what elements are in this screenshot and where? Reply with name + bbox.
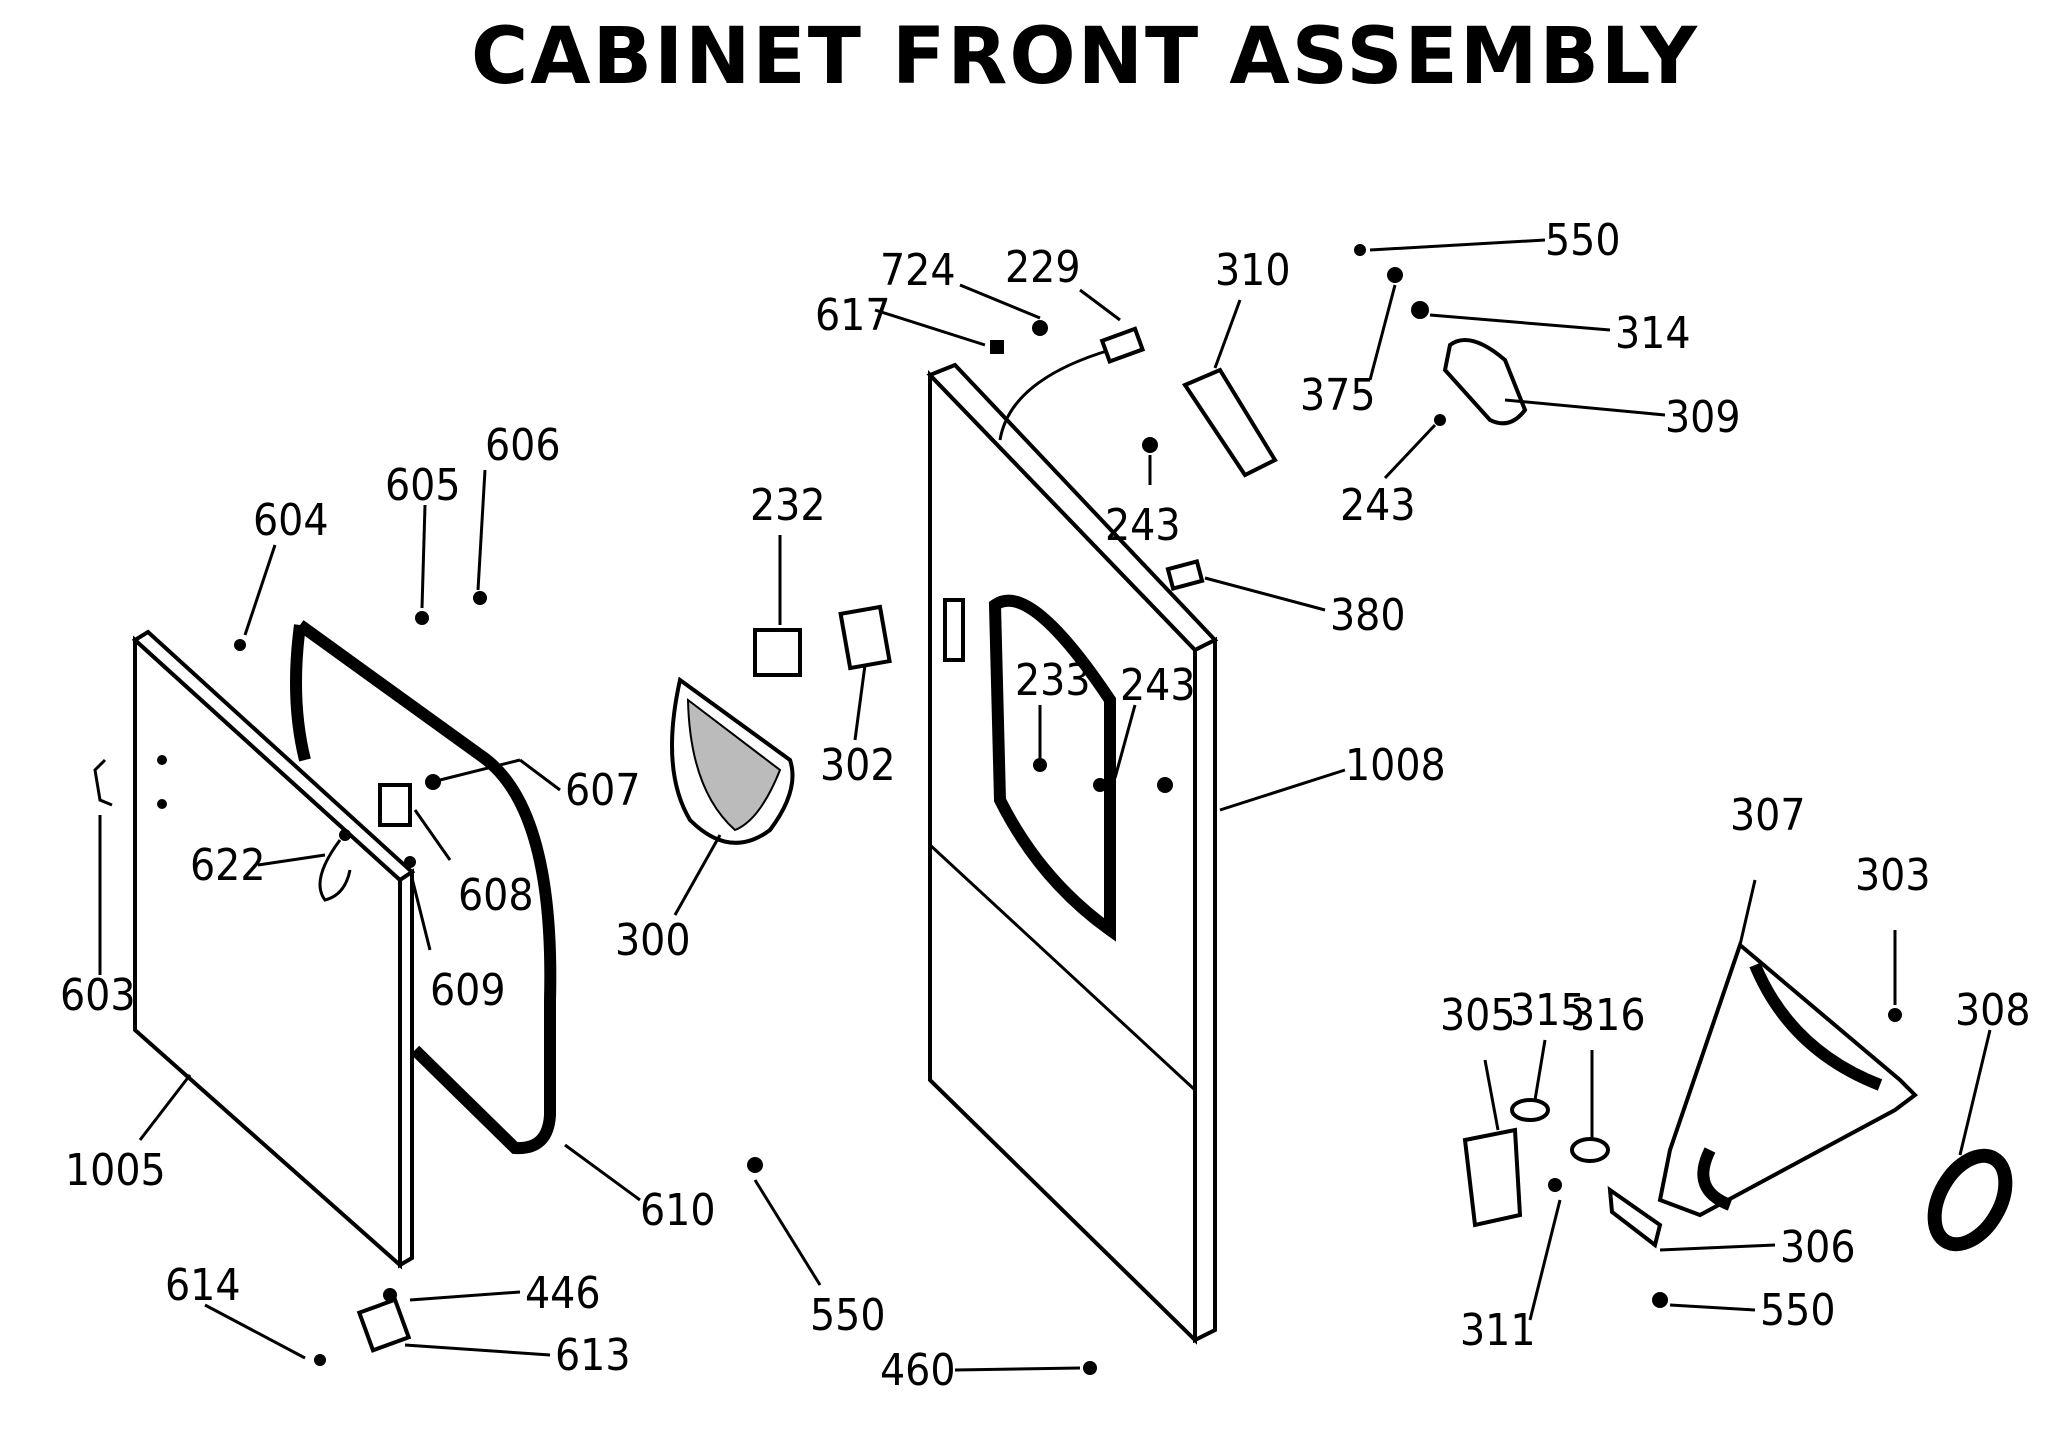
- bracket-306: [1607, 1185, 1663, 1249]
- callout-550-top: 550: [1545, 215, 1621, 266]
- callout-608: 608: [458, 870, 534, 921]
- connector-229: [1099, 326, 1146, 365]
- callout-607: 607: [565, 765, 641, 816]
- callout-606: 606: [485, 420, 561, 471]
- lint-filter-300: [670, 676, 795, 845]
- callout-622: 622: [190, 840, 266, 891]
- gasket-302: [838, 604, 892, 671]
- pad-315: [1510, 1098, 1550, 1122]
- callout-303: 303: [1855, 850, 1931, 901]
- callout-380: 380: [1330, 590, 1406, 641]
- door-seal-610: [290, 620, 557, 1155]
- callout-302: 302: [820, 740, 896, 791]
- callout-315: 315: [1510, 985, 1586, 1036]
- panel-310: [1182, 367, 1278, 478]
- callout-446: 446: [525, 1268, 601, 1319]
- callout-550-left: 550: [810, 1290, 886, 1341]
- latch-603: [93, 758, 113, 807]
- callout-609: 609: [430, 965, 506, 1016]
- callout-308: 308: [1955, 985, 2031, 1036]
- callout-229: 229: [1005, 242, 1081, 293]
- bracket-305: [1462, 1127, 1523, 1228]
- callout-316: 316: [1570, 990, 1646, 1041]
- callout-610: 610: [640, 1185, 716, 1236]
- callout-1008: 1008: [1345, 740, 1446, 791]
- housing-307: [1657, 941, 1919, 1218]
- cover-309: [1442, 338, 1528, 426]
- callout-375: 375: [1300, 370, 1376, 421]
- callout-724: 724: [880, 245, 956, 296]
- callout-232: 232: [750, 480, 826, 531]
- hinge-608: [378, 783, 412, 827]
- callout-307: 307: [1730, 790, 1806, 841]
- pad-316: [1570, 1137, 1610, 1163]
- door-panel-1005: [131, 629, 416, 1270]
- callout-243-panel: 243: [1120, 660, 1196, 711]
- switch-380: [1165, 559, 1205, 591]
- callout-460: 460: [880, 1345, 956, 1396]
- callout-305: 305: [1440, 990, 1516, 1041]
- callout-603: 603: [60, 970, 136, 1021]
- callout-1005: 1005: [65, 1145, 166, 1196]
- callout-243-mid: 243: [1105, 500, 1181, 551]
- ring-308: [1927, 1148, 2013, 1252]
- callout-550-right: 550: [1760, 1285, 1836, 1336]
- fasteners: [234, 244, 1902, 1375]
- callout-309: 309: [1665, 392, 1741, 443]
- callout-310: 310: [1215, 245, 1291, 296]
- callout-233: 233: [1015, 655, 1091, 706]
- diagram-title: CABINET FRONT ASSEMBLY: [471, 12, 1699, 102]
- leader-lines: [98, 238, 1992, 1372]
- callout-614: 614: [165, 1260, 241, 1311]
- callout-300: 300: [615, 915, 691, 966]
- callout-314: 314: [1615, 308, 1691, 359]
- callout-604: 604: [253, 495, 329, 546]
- wire-harness-229: [998, 348, 1111, 441]
- hinge-613: [356, 1297, 412, 1353]
- wire-622: [318, 839, 352, 902]
- callout-613: 613: [555, 1330, 631, 1381]
- callout-labels: 550 724 229 310 617 314 375 309 243 243 …: [60, 215, 2031, 1396]
- callout-311: 311: [1460, 1305, 1536, 1356]
- callout-243-right: 243: [1340, 480, 1416, 531]
- bracket-232: [753, 628, 802, 677]
- callout-617: 617: [815, 290, 891, 341]
- callout-605: 605: [385, 460, 461, 511]
- callout-306: 306: [1780, 1222, 1856, 1273]
